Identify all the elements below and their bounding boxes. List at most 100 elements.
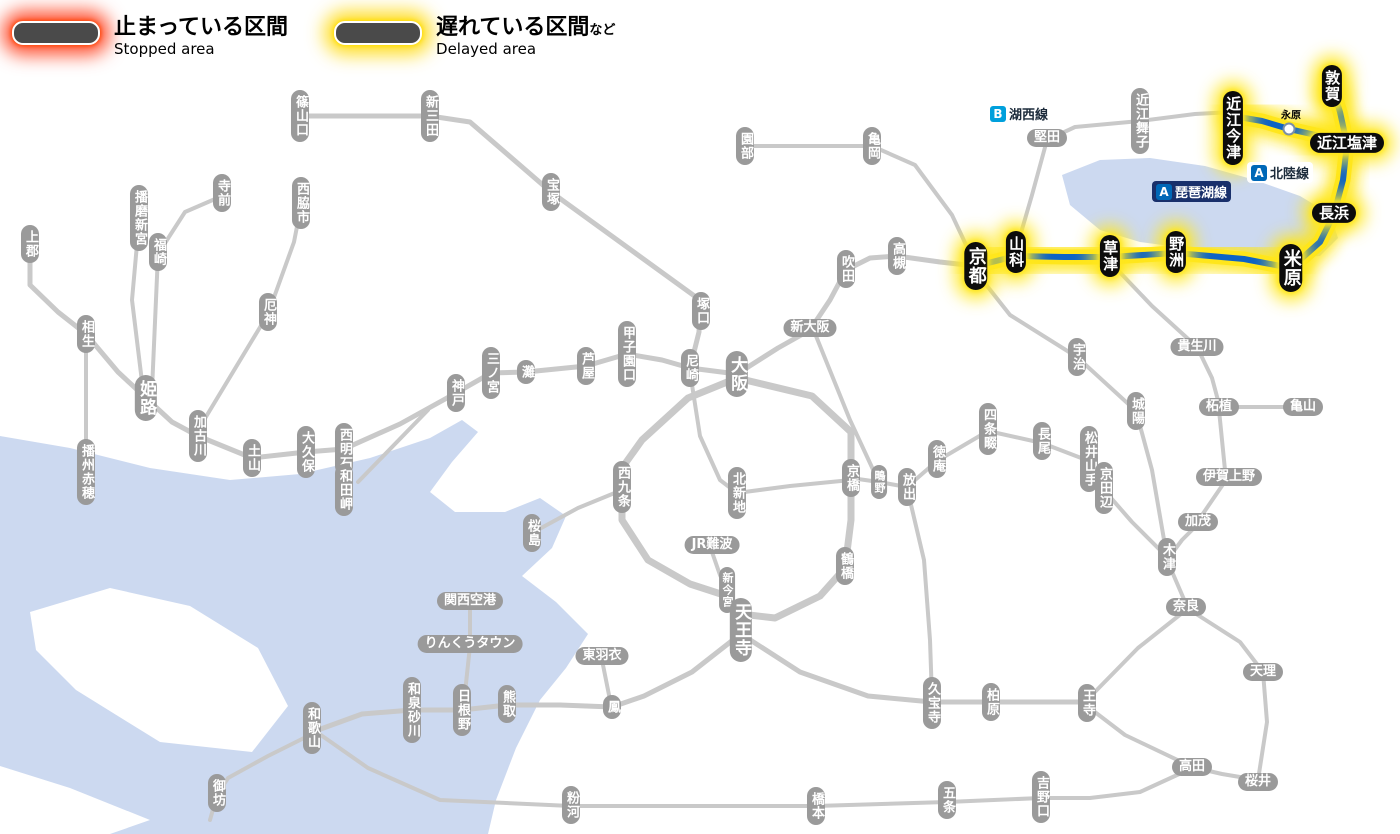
station-pill: JR難波	[684, 535, 740, 555]
station-pill: 和泉砂川	[402, 677, 422, 743]
station-pill: 天理	[1242, 662, 1284, 682]
station-pill: 奈良	[1165, 597, 1207, 617]
station-pill: 厄神	[258, 293, 278, 331]
station-pill: 京橋	[841, 459, 861, 497]
station-pill: 貴生川	[1170, 337, 1224, 357]
station-pill: 橋本	[806, 787, 826, 825]
station-pill: 天王寺	[729, 598, 753, 662]
line-letter-badge: A	[1251, 164, 1267, 181]
station-pill: 和歌山	[302, 702, 322, 754]
station-pill: 宝塚	[541, 173, 561, 211]
line-letter-badge: B	[990, 105, 1006, 122]
flag-stop-dot	[1282, 122, 1296, 136]
station-pill: 大阪	[725, 351, 749, 397]
station-pill: 北新地	[727, 467, 747, 519]
line-name: 琵琶湖線	[1175, 186, 1228, 201]
station-pill: 播州赤穂	[76, 439, 96, 505]
station-pill: 鴫野	[871, 465, 887, 499]
legend-stopped: 止まっている区間 Stopped area	[12, 15, 289, 59]
station-pill: 四条畷	[978, 403, 998, 455]
line-name: 北陸線	[1270, 167, 1310, 182]
delayed-line-sample	[334, 21, 423, 45]
station-pill: 野洲	[1165, 231, 1187, 273]
station-pill: 鶴橋	[835, 547, 855, 585]
legend-delayed-title: 遅れている区間など	[436, 15, 616, 40]
station-pill: 上郡	[20, 225, 40, 263]
station-pill: 寺前	[212, 174, 232, 212]
station-pill: 大久保	[296, 426, 316, 478]
legend-delayed: 遅れている区間など Delayed area	[334, 15, 616, 59]
station-pill: 柏原	[981, 683, 1001, 721]
station-pill: 亀岡	[862, 127, 882, 165]
station-pill: 灘	[516, 360, 536, 384]
legend-stopped-title: 止まっている区間	[114, 15, 289, 40]
station-pill: 尼崎	[680, 349, 700, 387]
station-pill: 京都	[964, 242, 988, 290]
legend: 止まっている区間 Stopped area 遅れている区間など Delayed …	[12, 15, 616, 59]
station-pill: 米原	[1279, 244, 1303, 292]
station-pill: 伊賀上野	[1195, 467, 1263, 487]
stopped-line-sample	[12, 21, 100, 45]
station-pill: 熊取	[497, 685, 517, 723]
station-pill: 粉河	[561, 786, 581, 824]
station-pill: 福崎	[148, 233, 168, 271]
station-pill: 神戸	[446, 374, 466, 412]
station-pill: 新三田	[420, 90, 440, 142]
station-pill: 王寺	[1077, 684, 1097, 722]
station-pill: 塚口	[691, 292, 711, 330]
station-pill: 長尾	[1032, 422, 1052, 460]
station-pill: 桜島	[522, 514, 542, 552]
flag-stop-label: 永原	[1281, 110, 1301, 122]
station-pill: 柘植	[1198, 397, 1240, 417]
station-pill: 桜井	[1237, 772, 1279, 792]
legend-stopped-subtitle: Stopped area	[114, 40, 215, 59]
station-pill: 関西空港	[436, 591, 504, 611]
station-pill: 木津	[1157, 538, 1177, 576]
station-pill: 近江塩津	[1309, 132, 1385, 154]
line-letter-badge: A	[1156, 183, 1172, 200]
station-pill: 西脇市	[291, 177, 311, 229]
station-pill: 長浜	[1311, 202, 1357, 224]
station-pill: 三ノ宮	[481, 347, 501, 399]
station-pill: 久宝寺	[922, 677, 942, 729]
station-pill: 吹田	[836, 250, 856, 288]
station-pill: 草津	[1099, 235, 1121, 277]
station-pill: 加古川	[188, 410, 208, 462]
station-pill: 吉野口	[1031, 771, 1051, 823]
station-pill: 山科	[1005, 231, 1027, 273]
station-pill: 園部	[735, 127, 755, 165]
station-pill: 新大阪	[783, 318, 837, 338]
station-pill: 鳳	[602, 695, 622, 719]
station-pill: 加茂	[1177, 512, 1219, 532]
station-pill: 相生	[76, 315, 96, 353]
station-pill: 御坊	[207, 774, 227, 812]
legend-delayed-subtitle: Delayed area	[436, 40, 537, 59]
station-pill: 宇治	[1067, 338, 1087, 376]
station-pill: 近江舞子	[1130, 88, 1150, 154]
station-pill: 高田	[1171, 757, 1213, 777]
station-pill: 和田岬	[334, 464, 354, 516]
station-pill: 堅田	[1026, 128, 1068, 148]
line-name: 湖西線	[1009, 108, 1049, 123]
station-pill: 西明石	[334, 423, 354, 475]
station-pill: 近江今津	[1222, 91, 1244, 165]
station-pill: 敦賀	[1321, 65, 1343, 107]
station-pill: 篠山口	[290, 90, 310, 142]
station-pill: 亀山	[1282, 397, 1324, 417]
station-pill: 城陽	[1126, 392, 1146, 430]
station-pill: 京田辺	[1094, 462, 1114, 514]
station-pill: 甲子園口	[617, 321, 637, 387]
station-pill: 松井山手	[1079, 426, 1099, 492]
station-pill: 姫路	[134, 375, 158, 421]
station-pill: 芦屋	[576, 347, 596, 385]
station-pill: 五条	[937, 781, 957, 819]
station-pill: 東羽衣	[575, 646, 629, 666]
station-pill: 徳庵	[927, 440, 947, 478]
station-pill: 日根野	[452, 684, 472, 736]
station-pill: りんくうタウン	[417, 634, 523, 654]
